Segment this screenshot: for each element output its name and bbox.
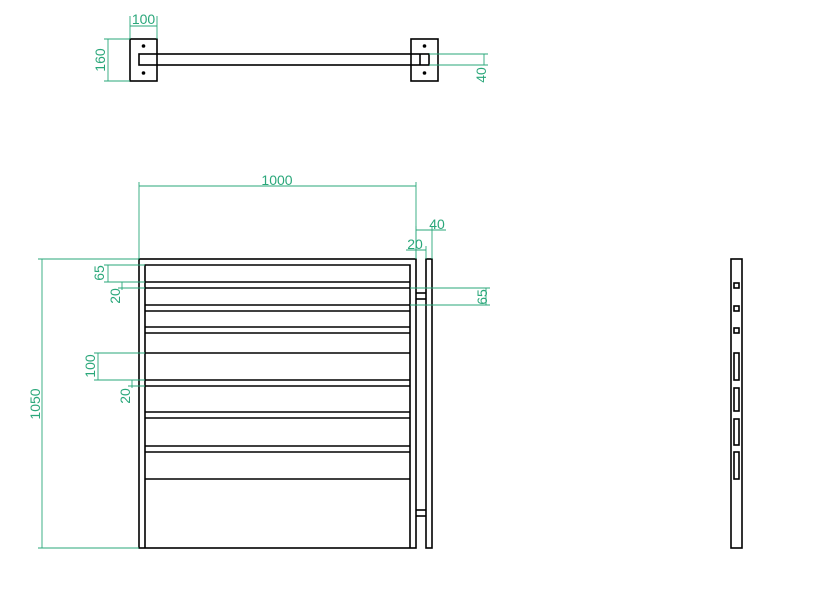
left-bracket-screw-hole-top (141, 44, 146, 48)
right-side-view (730, 258, 743, 549)
rail-section (733, 327, 740, 334)
right-bracket-screw-hole-top (422, 44, 427, 48)
frame-inner-outline (144, 264, 411, 548)
dim-bracket-height-label: 160 (92, 48, 108, 72)
dim-bar-height-label: 65 (474, 289, 490, 305)
right-wall-bracket (410, 38, 439, 82)
dim-overall-width-label: 1000 (261, 172, 292, 188)
top-view: 100 160 40 (92, 11, 489, 83)
rail-section (733, 282, 740, 289)
dim-overall-height-label: 1050 (27, 388, 43, 419)
dim-bracket-width-label: 100 (132, 11, 156, 27)
dim-post-width-label: 20 (407, 236, 423, 252)
dim-depth-label: 40 (429, 216, 445, 232)
side-post (425, 258, 433, 549)
rail-section-tall (733, 352, 740, 381)
dim-bar-gap-label: 20 (107, 288, 123, 304)
right-bracket-screw-hole-bottom (422, 71, 427, 75)
front-view: 1000 1050 65 20 100 20 (27, 172, 417, 549)
dim-bar-thickness-label: 40 (473, 67, 489, 83)
rail-section-tall (733, 387, 740, 412)
left-bracket-screw-hole-bottom (141, 71, 146, 75)
side-profile: 40 20 65 (406, 216, 490, 549)
side-view-post (730, 258, 743, 549)
left-wall-bracket (129, 38, 158, 82)
dim-top-bar-height-label: 65 (91, 265, 107, 281)
towel-bar-top (138, 53, 430, 66)
dim-section-gap-label: 20 (117, 388, 133, 404)
frame-outline (138, 258, 417, 549)
rail-section (733, 305, 740, 312)
rail-section-tall (733, 418, 740, 446)
dim-section-bar-height-label: 100 (82, 354, 98, 378)
rail-section-tall (733, 451, 740, 480)
